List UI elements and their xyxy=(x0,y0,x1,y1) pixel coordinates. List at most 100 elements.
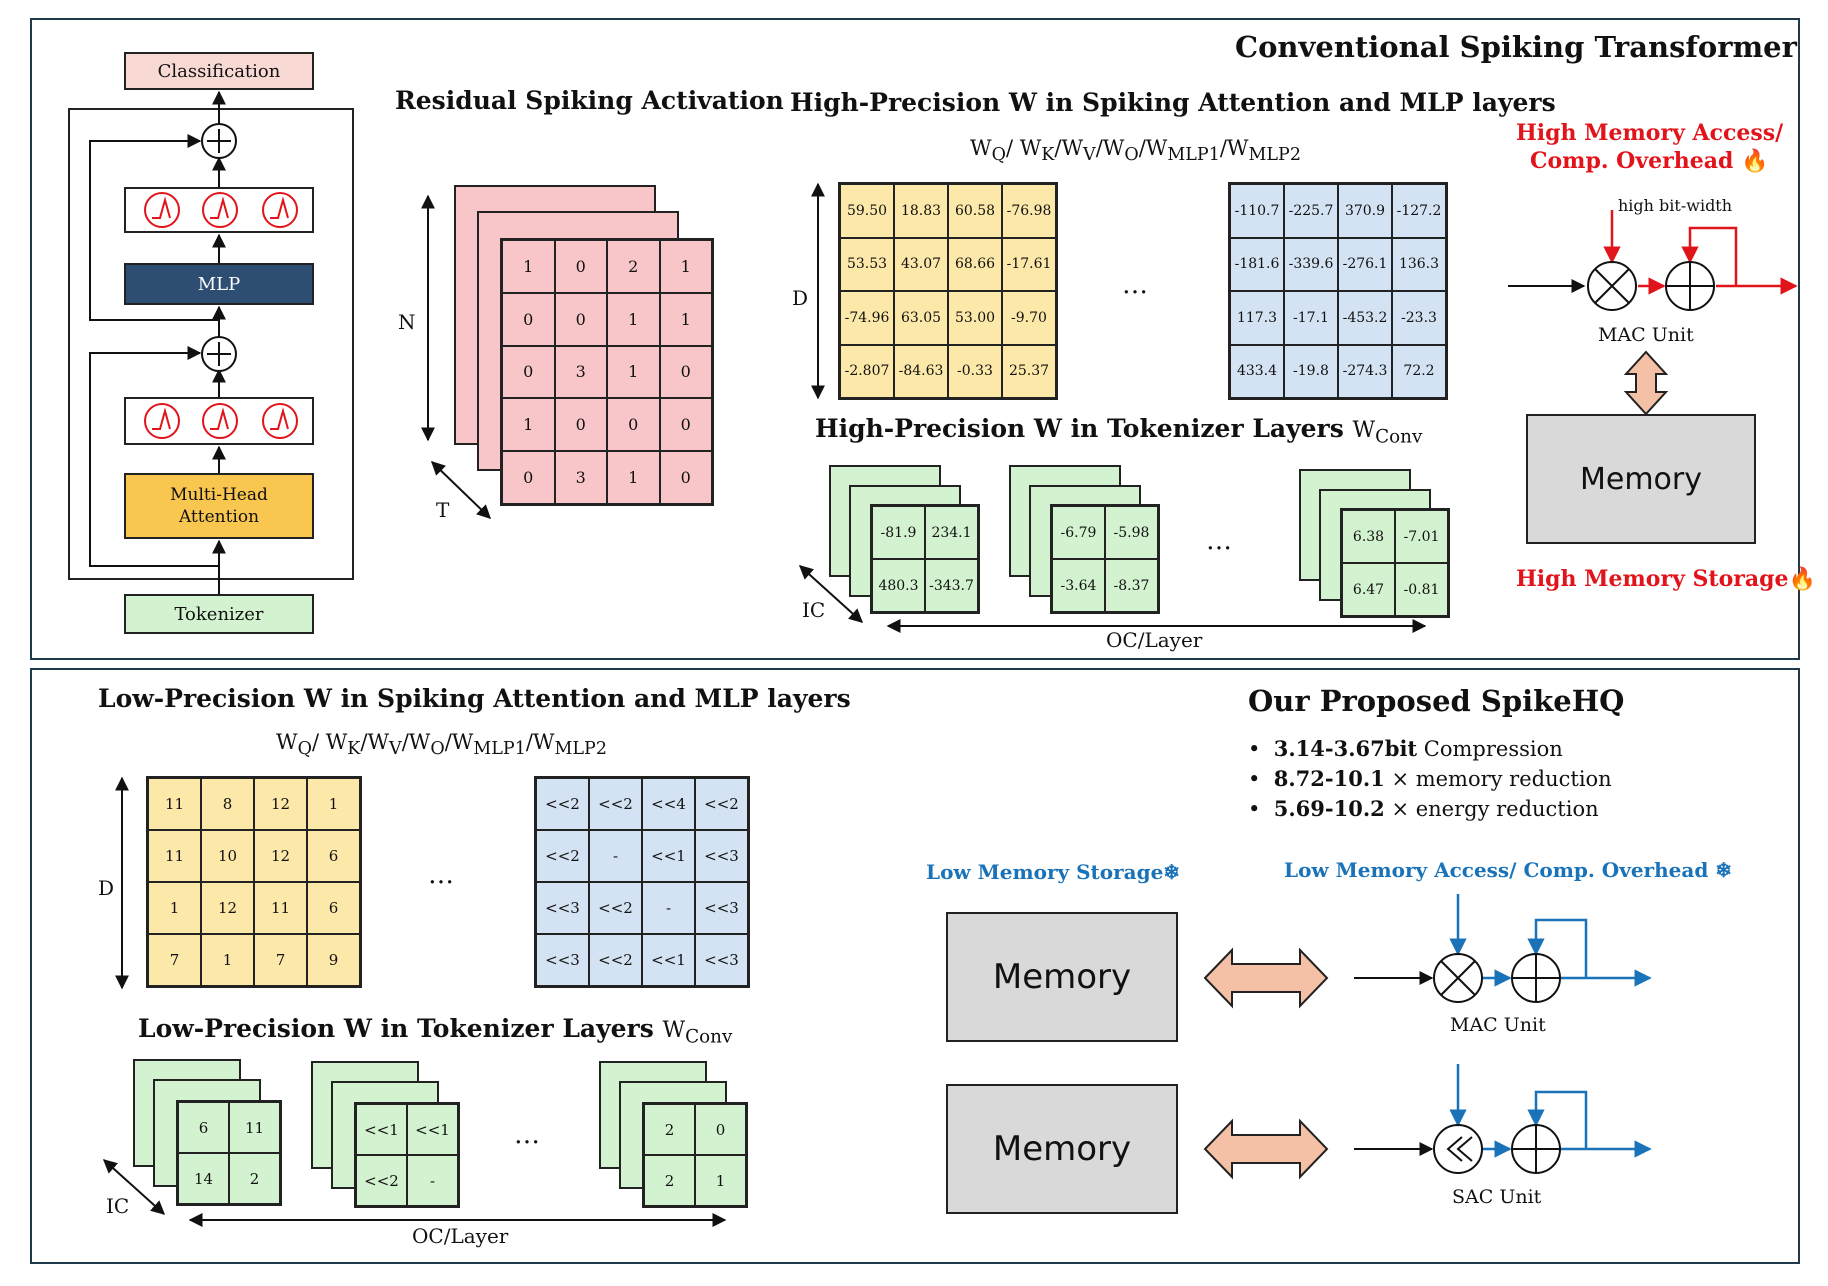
hp-tok-title: High-Precision W in Tokenizer Layers WCo… xyxy=(815,414,1423,448)
grid-cell: 14 xyxy=(178,1153,229,1204)
grid-cell: -225.7 xyxy=(1284,184,1338,238)
lp-weights-label: WQ/ WK/WV/WO/WMLP1/WMLP2 xyxy=(276,730,607,760)
grid-cell: 1 xyxy=(607,451,660,504)
grid-cell: 11 xyxy=(148,778,201,830)
grid-cell: -17.1 xyxy=(1284,291,1338,345)
mlp-box: MLP xyxy=(124,263,314,305)
grid-cell: <<4 xyxy=(642,778,695,830)
mac-unit-label: MAC Unit xyxy=(1450,1014,1546,1036)
grid-cell: -3.64 xyxy=(1052,559,1105,612)
grid-cell: 480.3 xyxy=(872,559,925,612)
grid-cell: 1 xyxy=(307,778,360,830)
grid-cell: 12 xyxy=(254,778,307,830)
fire-icon: 🔥 xyxy=(1741,148,1769,174)
classification-box: Classification xyxy=(124,52,314,90)
grid-cell: 1 xyxy=(607,345,660,399)
grid-cell: -84.63 xyxy=(894,344,948,398)
grid-cell: <<3 xyxy=(695,934,748,986)
grid-cell: 53.53 xyxy=(840,237,894,291)
grid-cell: -6.79 xyxy=(1052,506,1105,559)
lp-tok-grid-2: <<1<<1<<2- xyxy=(354,1102,460,1208)
hp-storage-label: High Memory Storage🔥 xyxy=(1516,566,1816,592)
grid-cell: 0 xyxy=(554,398,607,452)
axis-ic-label: IC xyxy=(802,598,826,622)
grid-cell: -276.1 xyxy=(1338,237,1392,291)
axis-oc-label: OC/Layer xyxy=(412,1224,509,1248)
top-panel xyxy=(30,18,1800,660)
axis-d-label: D xyxy=(98,876,115,900)
grid-cell: 0 xyxy=(659,398,712,452)
attention-box: Multi-Head Attention xyxy=(124,473,314,539)
grid-cell: <<2 xyxy=(589,778,642,830)
grid-cell: 6 xyxy=(307,830,360,882)
ellipsis: … xyxy=(514,1120,540,1150)
grid-cell: -8.37 xyxy=(1105,559,1158,612)
grid-cell: -19.8 xyxy=(1284,344,1338,398)
grid-cell: 0 xyxy=(659,345,712,399)
grid-cell: 12 xyxy=(201,882,254,934)
lp-attn-title: Low-Precision W in Spiking Attention and… xyxy=(98,684,851,713)
grid-cell: 0 xyxy=(502,451,555,504)
grid-cell: 136.3 xyxy=(1392,237,1446,291)
grid-cell: <<2 xyxy=(356,1155,407,1206)
grid-cell: 63.05 xyxy=(894,291,948,345)
lp-access-label: Low Memory Access/ Comp. Overhead ❄ xyxy=(1284,858,1733,882)
mac-unit-label: MAC Unit xyxy=(1598,324,1694,346)
grid-cell: 0 xyxy=(502,345,555,399)
grid-cell: 11 xyxy=(254,882,307,934)
grid-cell: -23.3 xyxy=(1392,291,1446,345)
bullet-energy: • 5.69-10.2 × energy reduction xyxy=(1248,796,1599,821)
grid-cell: -9.70 xyxy=(1002,291,1056,345)
snowflake-icon: ❄ xyxy=(1715,858,1733,882)
grid-cell: 1 xyxy=(148,882,201,934)
grid-cell: -81.9 xyxy=(872,506,925,559)
grid-cell: <<3 xyxy=(536,934,589,986)
lp-attn-blue-grid: <<2<<2<<4<<2<<2-<<1<<3<<3<<2-<<3<<3<<2<<… xyxy=(534,776,750,988)
axis-d-label: D xyxy=(792,286,809,310)
memory-link-arrow-mac xyxy=(1203,947,1329,1009)
grid-cell: -339.6 xyxy=(1284,237,1338,291)
grid-cell: -181.6 xyxy=(1230,237,1284,291)
grid-cell: 2 xyxy=(607,240,660,293)
axis-ic-label: IC xyxy=(106,1194,130,1218)
memory-link-arrow-top xyxy=(1623,350,1669,416)
grid-cell: <<2 xyxy=(695,778,748,830)
grid-cell: -453.2 xyxy=(1338,291,1392,345)
grid-cell: 234.1 xyxy=(925,506,978,559)
hp-attn-title: High-Precision W in Spiking Attention an… xyxy=(790,88,1556,117)
grid-cell: - xyxy=(407,1155,458,1206)
grid-cell: 25.37 xyxy=(1002,344,1056,398)
fire-icon: 🔥 xyxy=(1788,566,1816,592)
grid-cell: 12 xyxy=(254,830,307,882)
snowflake-icon: ❄ xyxy=(1163,860,1181,884)
lp-tok-title: Low-Precision W in Tokenizer Layers WCon… xyxy=(138,1014,733,1048)
grid-cell: 9 xyxy=(307,934,360,986)
grid-cell: 6 xyxy=(178,1102,229,1153)
grid-cell: <<1 xyxy=(642,830,695,882)
grid-cell: -17.61 xyxy=(1002,237,1056,291)
hp-access-line2: Comp. Overhead 🔥 xyxy=(1530,148,1769,174)
grid-cell: 1 xyxy=(502,398,555,452)
bullet-compression: • 3.14-3.67bit Compression xyxy=(1248,736,1563,761)
grid-cell: 6 xyxy=(307,882,360,934)
grid-cell: 11 xyxy=(229,1102,280,1153)
grid-cell: 1 xyxy=(659,292,712,346)
ellipsis: … xyxy=(1122,270,1148,300)
grid-cell: 72.2 xyxy=(1392,344,1446,398)
hp-weights-label: WQ/ WK/WV/WO/WMLP1/WMLP2 xyxy=(970,136,1301,166)
lp-storage-label: Low Memory Storage❄ xyxy=(926,860,1181,884)
memory-link-arrow-sac xyxy=(1203,1118,1329,1180)
bullet-memory: • 8.72-10.1 × memory reduction xyxy=(1248,766,1612,791)
grid-cell: <<1 xyxy=(407,1104,458,1155)
grid-cell: <<1 xyxy=(642,934,695,986)
top-title: Conventional Spiking Transformer xyxy=(1235,30,1797,64)
grid-cell: <<2 xyxy=(589,882,642,934)
grid-cell: <<2 xyxy=(536,778,589,830)
grid-cell: 0 xyxy=(554,240,607,293)
memory-box-sac: Memory xyxy=(946,1084,1178,1214)
grid-cell: 2 xyxy=(644,1155,695,1206)
memory-box-mac: Memory xyxy=(946,912,1178,1042)
